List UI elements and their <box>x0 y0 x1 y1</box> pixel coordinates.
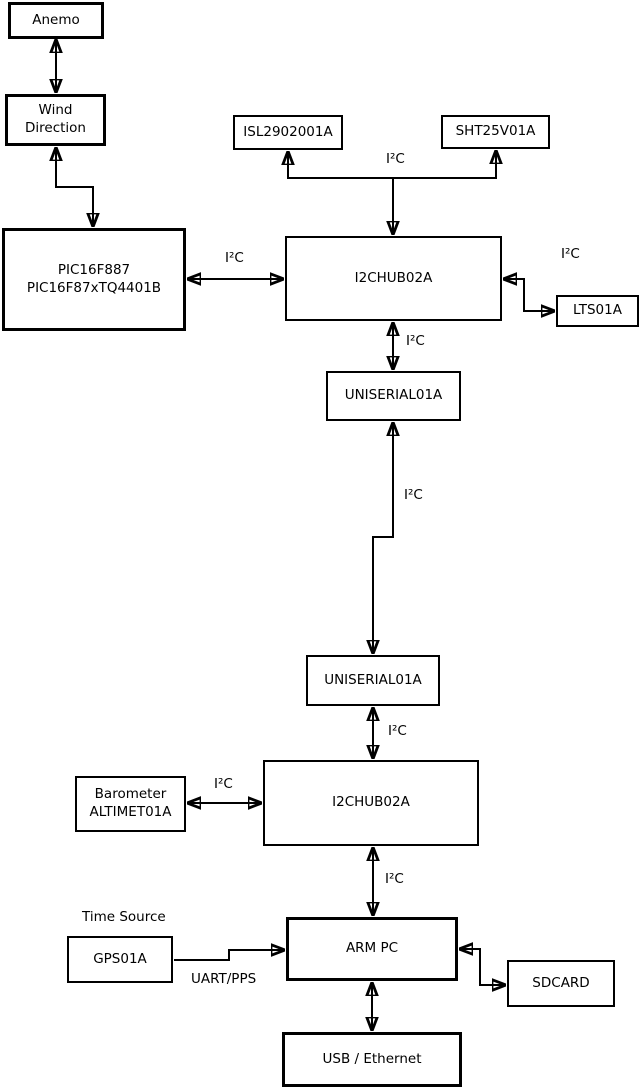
connector-hubtop-lts <box>503 279 555 311</box>
connector-isl-sht-branch <box>288 150 496 179</box>
label-i2c-sensor-branch: I²C <box>386 151 405 167</box>
box-uniserial-top: UNISERIAL01A <box>326 371 461 421</box>
box-pic-microcontroller: PIC16F887 PIC16F87xTQ4401B <box>2 228 186 331</box>
box-anemometer: Anemo <box>8 2 104 39</box>
box-i2c-hub-top: I2CHUB02A <box>285 236 502 321</box>
box-i2c-hub-bottom: I2CHUB02A <box>263 760 479 846</box>
label-i2c-hub-lts: I²C <box>561 246 580 262</box>
connector-wind-pic <box>56 147 93 227</box>
box-isl2902001a: ISL2902001A <box>233 115 343 150</box>
connector-gps-armpc <box>174 950 285 961</box>
label-uart-pps: UART/PPS <box>191 971 257 987</box>
box-barometer-altimet01a: Barometer ALTIMET01A <box>75 776 186 832</box>
box-gps01a: GPS01A <box>67 936 173 983</box>
label-i2c-barometer-hub: I²C <box>214 776 233 792</box>
box-wind-direction: Wind Direction <box>5 94 106 146</box>
box-arm-pc: ARM PC <box>286 917 458 981</box>
label-i2c-uniserial-hub: I²C <box>388 723 407 739</box>
connector-uniserialtop-uniserialbottom <box>373 422 393 654</box>
box-uniserial-bottom: UNISERIAL01A <box>306 655 440 706</box>
box-sdcard: SDCARD <box>507 960 615 1007</box>
box-sht25v01a: SHT25V01A <box>441 115 550 149</box>
label-i2c-pic-hub: I²C <box>225 250 244 266</box>
box-lts01a: LTS01A <box>556 295 639 327</box>
label-time-source: Time Source <box>82 909 166 925</box>
box-usb-ethernet: USB / Ethernet <box>282 1032 462 1087</box>
connector-armpc-sdcard <box>459 949 506 985</box>
label-i2c-hub-armpc: I²C <box>385 871 404 887</box>
label-i2c-uniserial-link: I²C <box>404 487 423 503</box>
label-i2c-hub-uniserial: I²C <box>406 333 425 349</box>
